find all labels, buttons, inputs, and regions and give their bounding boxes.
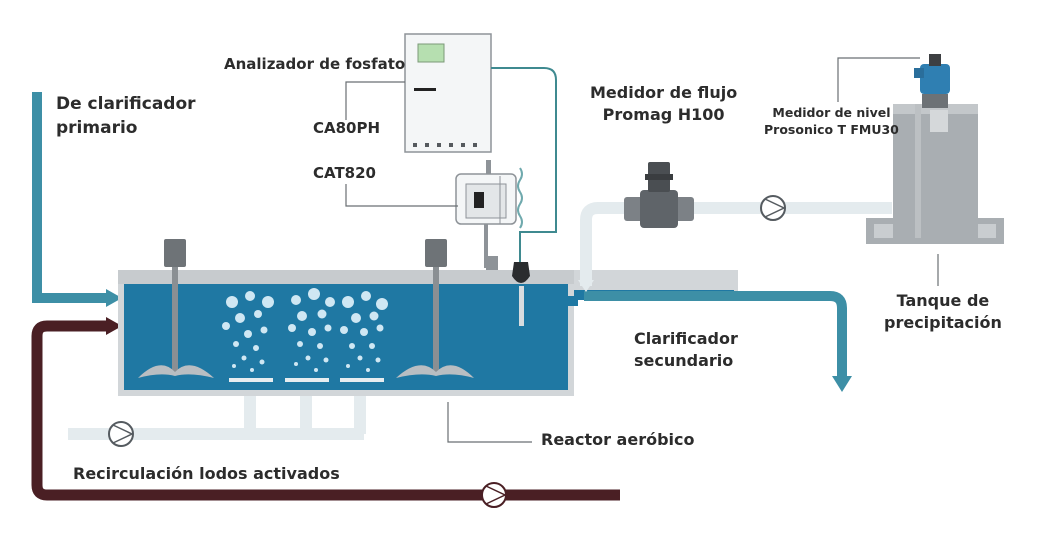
- sludge-arrow: [106, 317, 122, 335]
- effluent-pipe: [584, 291, 847, 376]
- label-ca80ph: CA80PH: [313, 119, 381, 137]
- label-phosphate-analyzer: Analizador de fosfato: [224, 55, 406, 73]
- label-cat820: CAT820: [313, 164, 376, 182]
- label-sludge-recirculation: Recirculación lodos activados: [73, 464, 340, 483]
- influent-arrow: [106, 289, 122, 307]
- air-diffusers: [229, 378, 384, 382]
- precipitation-tank: [866, 104, 1004, 244]
- aeration-bubbles: [222, 288, 388, 372]
- stirrer-left: [138, 239, 214, 378]
- dosing-pipe: [578, 195, 892, 292]
- sludge-recirculation-pipe: [31, 320, 620, 501]
- label-secondary-clarifier: Clarificador secundario: [634, 329, 738, 370]
- stirrer-right: [396, 239, 474, 378]
- level-sensor-device: [914, 54, 950, 108]
- air-pump-icon: [108, 421, 134, 447]
- label-level-meter: Medidor de nivel Prosonico T FMU30: [764, 105, 899, 137]
- flow-meter-device: [624, 162, 694, 228]
- label-precipitation-tank: Tanque de precipitación: [884, 291, 1002, 332]
- cat820-device: [455, 160, 523, 270]
- effluent-arrow: [832, 376, 852, 392]
- label-aerobic-reactor: Reactor aeróbico: [541, 430, 695, 449]
- label-flow-meter: Medidor de flujo Promag H100: [590, 83, 738, 124]
- label-from-primary-clarifier: De clarificador primario: [56, 94, 196, 138]
- phosphate-analyzer-device: [404, 33, 492, 153]
- analyzer-cable: [491, 67, 557, 262]
- leader-lines: [345, 57, 939, 443]
- sludge-pump-icon: [481, 482, 507, 508]
- influent-pipe: [32, 92, 108, 303]
- probe-device: [512, 262, 530, 326]
